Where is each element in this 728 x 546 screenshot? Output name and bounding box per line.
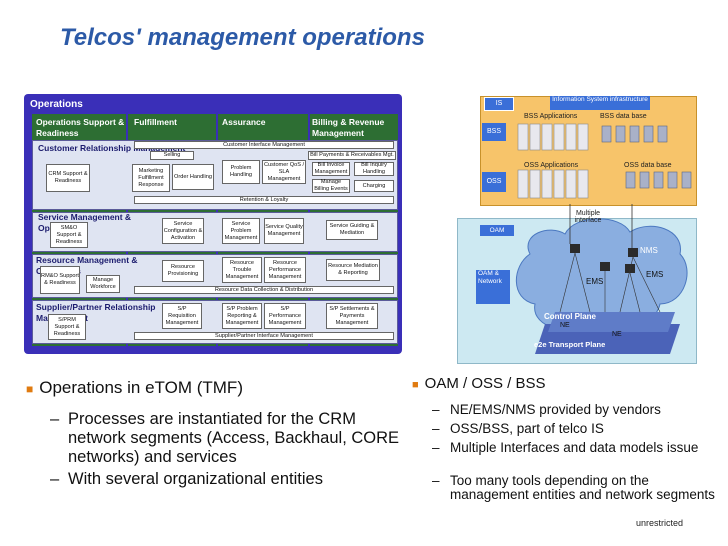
right-sub-bullet-3: –Multiple Interfaces and data models iss… [432,440,718,455]
resource-provisioning-box: Resource Provisioning [162,260,204,282]
dash-marker: – [432,402,440,417]
customer-qos-box: Customer QoS / SLA Management [262,160,306,184]
dash-marker: – [50,410,60,428]
right-main-bullet: ■ OAM / OSS / BSS [412,375,546,392]
left-sub-bullet-2-text: With several organizational entities [68,470,323,488]
oss-database-label: OSS data base [624,162,672,169]
nms-label: NMS [640,246,658,255]
order-handling-box: Order Handling [172,164,214,190]
resource-mediation-box: Resource Mediation & Reporting [326,259,380,281]
ne-label-2: NE [612,331,622,338]
bss-applications-label: BSS Applications [524,113,578,120]
classification-footer: unrestricted [636,518,684,528]
oss-label: OSS [482,172,506,192]
right-sub-bullet-1: –NE/EMS/NMS provided by vendors [432,402,718,417]
right-sub-bullet-2: –OSS/BSS, part of telco IS [432,421,718,436]
crm-row-title: Customer Relationship Management [38,143,186,153]
sp-settlements-box: S/P Settlements & Payments Management [326,303,378,329]
service-guiding-box: Service Guiding & Mediation [326,220,378,240]
left-sub-bullet-1-text: Processes are instantiated for the CRM n… [68,410,400,466]
bullet-marker: ■ [412,379,419,391]
control-plane-label: Control Plane [544,312,597,321]
customer-interface-bar: Customer Interface Management [134,141,394,149]
resource-performance-box: Resource Performance Management [264,257,306,283]
service-config-box: Service Configuration & Activation [162,218,204,244]
service-quality-box: Service Quality Management [264,218,304,244]
manage-billing-box: Manage Billing Events [312,179,350,193]
right-sub-bullet-3-text: Multiple Interfaces and data models issu… [450,440,699,455]
column-header-ops-support: Operations Support & Readiness [36,117,125,138]
manage-workforce-box: Manage Workforce [86,275,120,293]
bill-inquiry-box: Bill Inquiry Handling [354,162,394,176]
rmo-support-box: RM&O Support & Readiness [40,266,80,294]
charging-box: Charging [354,180,394,192]
right-sub-bullet-2-text: OSS/BSS, part of telco IS [450,421,604,436]
oss-applications-label: OSS Applications [524,162,579,169]
page-title: Telcos' management operations [60,24,425,51]
smo-support-box: SM&O Support & Readiness [50,222,88,248]
supplier-interface-bar: Supplier/Partner Interface Management [134,332,394,340]
ne-label-1: NE [560,322,570,329]
selling-box: Selling [150,151,194,160]
oam-tab: OAM [480,225,514,236]
sp-requisition-box: S/P Requisition Management [162,303,202,329]
column-header-assurance: Assurance [222,117,266,127]
resource-trouble-box: Resource Trouble Management [222,257,262,283]
sprm-support-box: S/PRM Support & Readiness [48,314,86,340]
bss-label: BSS [482,123,506,141]
marketing-box: Marketing Fulfillment Response [132,164,170,192]
dash-marker: – [50,470,60,488]
transport-plane-label: e2e Transport Plane [534,340,606,349]
network-cloud-graphic [515,204,688,354]
right-sub-bullet-4-text: Too many tools depending on the manageme… [450,473,715,502]
bullet-marker: ■ [26,382,34,396]
retention-bar: Retention & Loyalty [134,196,394,204]
ems-label-1: EMS [586,277,604,286]
column-header-fulfillment: Fulfillment [134,117,177,127]
multiple-interface-label: Multiple interface [574,210,602,224]
problem-handling-box: Problem Handling [222,160,260,184]
left-sub-bullet-2: –With several organizational entities [50,470,408,489]
bss-database-label: BSS data base [600,113,647,120]
sp-performance-box: S/P Performance Management [264,303,306,329]
resource-data-bar: Resource Data Collection & Distribution [134,286,394,294]
right-main-bullet-text: OAM / OSS / BSS [424,375,546,392]
left-main-bullet-text: Operations in eTOM (TMF) [39,378,243,397]
ems-label-2: EMS [646,270,664,279]
dash-marker: – [432,421,440,436]
bill-payments-box: Bill Payments & Receivables Mgt. [308,151,396,160]
right-sub-bullet-4: –Too many tools depending on the managem… [432,473,718,502]
crm-support-box: CRM Support & Readiness [46,164,90,192]
bill-invoice-box: Bill Invoice Management [312,162,350,176]
is-tab: IS [484,97,514,111]
oam-network-label: OAM & Network [476,270,510,304]
servers-databases-graphic [517,123,692,199]
right-sub-bullet-1-text: NE/EMS/NMS provided by vendors [450,402,661,417]
operations-label: Operations [30,99,83,110]
dash-marker: – [432,473,440,488]
left-sub-bullet-1: –Processes are instantiated for the CRM … [50,410,408,467]
sp-problem-box: S/P Problem Reporting & Management [222,303,262,329]
is-infrastructure-label: Information System infrastructure [550,96,650,110]
service-problem-box: Service Problem Management [222,218,260,244]
dash-marker: – [432,440,440,455]
left-main-bullet: ■ Operations in eTOM (TMF) [26,378,243,398]
column-header-billing: Billing & Revenue Management [312,117,385,138]
